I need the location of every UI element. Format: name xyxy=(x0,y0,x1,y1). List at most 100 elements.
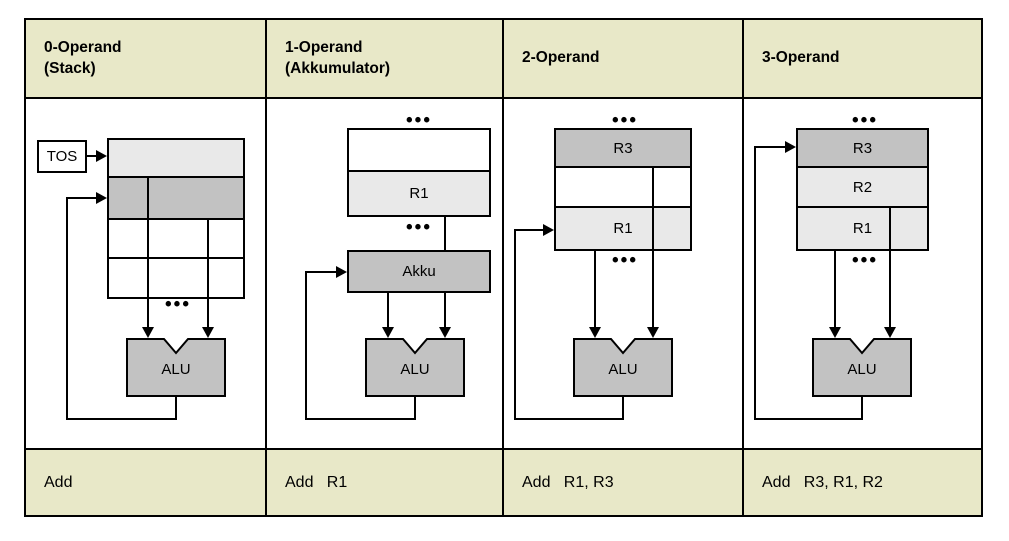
instruction-cell-1-operand: Add R1 xyxy=(267,450,502,515)
accu-ellipsis-top: ••• xyxy=(406,110,432,131)
stack-push-arrow-shaft xyxy=(66,197,100,199)
header-line-1: 2-Operand xyxy=(522,49,600,67)
alu-two-operand: ALU xyxy=(573,338,673,397)
reg3-writeback-arrow-shaft xyxy=(754,146,788,148)
register-cell-label: R3 xyxy=(852,139,873,157)
reg3-operand-arrow-2 xyxy=(884,327,896,338)
reg2-operand-arrow-1 xyxy=(589,327,601,338)
stack-operand-arrow-1 xyxy=(142,327,154,338)
header-line-2: (Stack) xyxy=(44,59,96,77)
register-cell-label: R1 xyxy=(409,185,429,202)
tos-label-box: TOS xyxy=(37,140,87,173)
alu-stack: ALU xyxy=(126,338,226,397)
stack-cell-third xyxy=(107,220,245,259)
stack-push-arrow-head xyxy=(96,192,107,204)
stack-feedback-across xyxy=(66,418,177,420)
register-cell-label: R2 xyxy=(852,178,873,196)
accumulator-box: Akku xyxy=(347,250,491,293)
alu-shape-icon xyxy=(365,338,465,397)
stack-cell-second xyxy=(107,178,245,220)
header-line-1: 3-Operand xyxy=(762,49,840,67)
stack-ellipsis: ••• xyxy=(165,294,191,315)
accu-feedback-up xyxy=(305,271,307,420)
alu-shape-icon xyxy=(126,338,226,397)
reg2-writeback-arrow-head xyxy=(543,224,554,236)
reg3-operand-line-2 xyxy=(889,249,891,332)
reg2-feedback-up xyxy=(514,229,516,420)
reg3-feedback-across xyxy=(754,418,863,420)
alu-shape-icon xyxy=(812,338,912,397)
instruction-cell-2-operand: Add R1, R3 xyxy=(504,450,742,515)
diagram-two-operand-machine: ••• R3 R1 ••• xyxy=(504,99,742,452)
stack-operand-arrow-2 xyxy=(202,327,214,338)
diagram-stack-machine: TOS xyxy=(26,99,265,452)
accumulator-label: Akku xyxy=(402,263,436,280)
reg3-inner-rule xyxy=(889,208,891,251)
reg2-feedback-across xyxy=(514,418,624,420)
accu-to-alu-line xyxy=(387,293,389,332)
operand-comparison-table: 0-Operand (Stack) 1-Operand (Akkumulator… xyxy=(24,18,983,517)
column-divider-3 xyxy=(742,20,744,515)
header-line-1: 1-Operand xyxy=(285,39,363,57)
r1-operand-arrow xyxy=(439,327,451,338)
accu-input-arrow-shaft xyxy=(305,271,339,273)
column-divider-1 xyxy=(265,20,267,515)
alu-three-operand: ALU xyxy=(812,338,912,397)
column-header-3-operand: 3-Operand xyxy=(744,20,981,97)
header-line-2: (Akkumulator) xyxy=(285,59,391,77)
tos-label: TOS xyxy=(46,148,78,165)
register-cell-r1: R1 xyxy=(554,208,692,251)
reg2-writeback-arrow-shaft xyxy=(514,229,546,231)
reg2-ellipsis-top: ••• xyxy=(612,110,638,131)
alu-accumulator: ALU xyxy=(365,338,465,397)
column-header-2-operand: 2-Operand xyxy=(504,20,742,97)
stack-cell-fourth xyxy=(107,259,245,299)
reg3-feedback-up xyxy=(754,146,756,420)
accu-to-alu-arrow xyxy=(382,327,394,338)
register-cell-r1: R1 xyxy=(796,208,929,251)
column-header-0-operand: 0-Operand (Stack) xyxy=(26,20,265,97)
diagram-accumulator-machine: ••• R1 ••• Akku xyxy=(267,99,502,452)
register-cell-r3: R3 xyxy=(796,128,929,168)
stack-operand-line-1 xyxy=(147,299,149,332)
instruction-cell-3-operand: Add R3, R1, R2 xyxy=(744,450,981,515)
instruction-text: Add xyxy=(44,473,73,491)
instruction-text: Add R1 xyxy=(285,473,348,491)
reg3-ellipsis-top: ••• xyxy=(852,110,878,131)
instruction-cell-0-operand: Add xyxy=(26,450,265,515)
stack-inner-rule-left xyxy=(147,178,149,299)
column-divider-2 xyxy=(502,20,504,515)
reg2-ellipsis-bottom: ••• xyxy=(612,250,638,271)
alu-shape-icon xyxy=(573,338,673,397)
register-cell-label: R1 xyxy=(852,220,873,237)
accu-ellipsis-bottom: ••• xyxy=(406,217,432,238)
reg2-operand-line-2 xyxy=(652,168,654,332)
reg3-writeback-arrow-head xyxy=(785,141,796,153)
stack-feedback-up xyxy=(66,197,68,420)
accu-input-arrow-head xyxy=(336,266,347,278)
tos-arrow-head xyxy=(96,150,107,162)
register-cell-label: R1 xyxy=(613,220,633,237)
accu-feedback-across xyxy=(305,418,416,420)
reg3-operand-line-1 xyxy=(834,249,836,332)
stack-cell-top xyxy=(107,138,245,178)
reg2-feedback-down xyxy=(622,395,624,420)
reg3-feedback-down xyxy=(861,395,863,420)
diagram-three-operand-machine: ••• R3 R2 R1 ••• xyxy=(744,99,981,452)
instruction-text: Add R3, R1, R2 xyxy=(762,473,883,491)
register-cell-label: R3 xyxy=(613,139,633,157)
reg3-ellipsis-bottom: ••• xyxy=(852,250,878,271)
stack-inner-rule-right xyxy=(207,220,209,299)
instruction-text: Add R1, R3 xyxy=(522,473,614,491)
tos-arrow-shaft xyxy=(87,155,100,157)
register-cell-r1: R1 xyxy=(347,172,491,217)
register-cell-empty xyxy=(554,168,692,208)
reg2-operand-line-1 xyxy=(594,249,596,332)
column-header-1-operand: 1-Operand (Akkumulator) xyxy=(267,20,502,97)
accu-feedback-down xyxy=(414,395,416,420)
register-cell-r2: R2 xyxy=(796,168,929,208)
register-cell-empty xyxy=(347,128,491,172)
reg3-operand-arrow-1 xyxy=(829,327,841,338)
header-line-1: 0-Operand xyxy=(44,39,122,57)
